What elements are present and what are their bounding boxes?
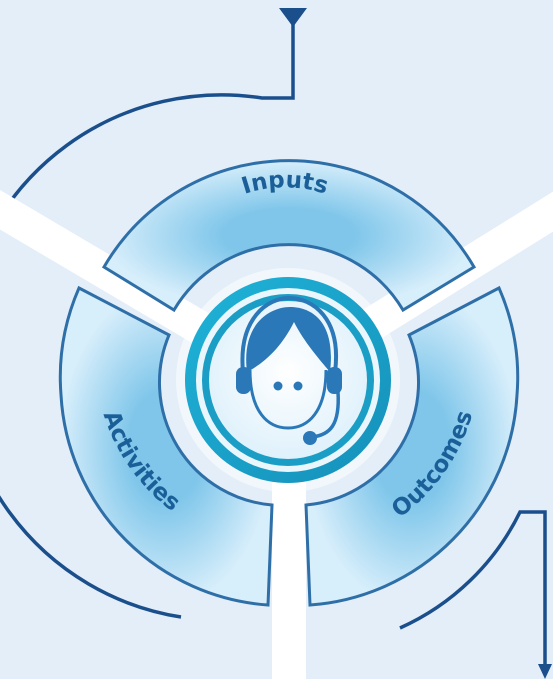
top-arrow-icon (279, 8, 307, 27)
bottom-connector-line (399, 510, 547, 668)
center-hub (176, 268, 400, 492)
bottom-connector (399, 510, 552, 679)
left-eye-icon (273, 381, 283, 391)
right-eye-icon (293, 381, 303, 391)
bottom-arrow-icon (538, 664, 552, 679)
top-connector (0, 8, 307, 619)
segment-inputs (101, 159, 477, 313)
segment-activities (58, 285, 274, 607)
headset-agent-icon (236, 295, 342, 445)
segment-outcomes (304, 285, 520, 607)
top-connector-line (0, 22, 295, 619)
